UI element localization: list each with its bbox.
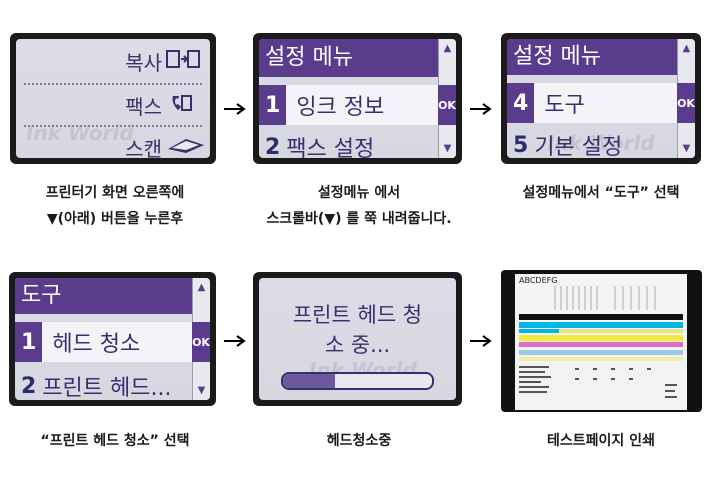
caption-line: 설정메뉴에서 “도구” 선택 — [522, 185, 680, 201]
step3-screen: 설정 메뉴 4 도구 Ink World 5 기본 설정 ▲ ▼ OK — [507, 39, 695, 158]
step5-screen: 프린트 헤드 청 소 중... Ink World — [259, 278, 456, 400]
menu-item-fax[interactable]: 팩스 — [125, 91, 192, 120]
step6-caption: 테스트페이지 인쇄 — [490, 428, 712, 454]
item-label: 기본 설정 — [534, 135, 623, 158]
item-number: 2 — [21, 373, 37, 399]
menu-item-scan[interactable]: 스캔 — [125, 133, 206, 158]
item-number: 5 — [513, 132, 529, 158]
watermark: Ink World — [547, 131, 655, 155]
ok-button[interactable]: OK — [438, 85, 456, 125]
ok-button[interactable]: OK — [192, 322, 210, 362]
divider — [24, 83, 202, 85]
step5-lcd-panel: 프린트 헤드 청 소 중... Ink World — [253, 272, 462, 406]
menu-header: 도구 — [15, 278, 192, 314]
step2-lcd-panel: 설정 메뉴 1 잉크 정보 2 팩스 설정 ▲ ▼ OK — [253, 33, 462, 164]
menu-item-printhead[interactable]: 2 프린트 헤드... — [15, 370, 192, 401]
caption-line: 헤드청소중 — [326, 433, 392, 449]
caption-line: 테스트페이지 인쇄 — [547, 433, 655, 449]
arrow-right-icon — [470, 103, 492, 115]
copy-icon — [166, 49, 200, 74]
caption-line: 설정메뉴 에서 — [317, 185, 401, 201]
step1-caption: 프린터기 화면 오른쪽에 ▼(아래) 버튼을 누른후 — [0, 180, 230, 232]
progress-bar — [281, 372, 434, 390]
step4-caption: “프린트 헤드 청소” 선택 — [0, 428, 230, 454]
test-page-header: ABCDEFG — [519, 276, 558, 285]
message-line: 소 중... — [324, 333, 391, 357]
item-number: 1 — [21, 329, 37, 355]
divider — [24, 125, 202, 127]
menu-item-copy[interactable]: 복사 — [125, 47, 200, 76]
menu-header: 설정 메뉴 — [507, 39, 677, 75]
menu-item-fax-settings[interactable]: 2 팩스 설정 — [259, 131, 438, 159]
step4-screen: 도구 1 헤드 청소 2 프린트 헤드... ▲ ▼ OK — [15, 278, 210, 400]
menu-item-label: 스캔 — [125, 137, 162, 158]
caption-line: “프린트 헤드 청소” 선택 — [40, 433, 190, 449]
scroll-up-icon[interactable]: ▲ — [682, 43, 691, 54]
scroll-up-icon[interactable]: ▲ — [197, 282, 206, 293]
item-number: 2 — [265, 134, 281, 159]
item-label: 잉크 정보 — [286, 85, 438, 125]
menu-item-tools[interactable]: 4 도구 — [507, 83, 677, 123]
scroll-up-icon[interactable]: ▲ — [443, 43, 452, 54]
step1-lcd-panel: Ink World 복사 팩스 스캔 — [10, 33, 216, 164]
cleaning-message: 프린트 헤드 청 소 중... — [259, 300, 456, 360]
progress-fill — [283, 374, 336, 388]
item-label: 도구 — [534, 83, 677, 123]
menu-header: 설정 메뉴 — [259, 39, 438, 77]
test-pattern-graphic — [519, 286, 683, 398]
item-number: 1 — [265, 92, 281, 118]
step3-caption: 설정메뉴에서 “도구” 선택 — [490, 180, 712, 206]
arrow-right-icon — [224, 103, 246, 115]
test-page-sheet: ABCDEFG — [515, 274, 687, 410]
menu-item-head-cleaning[interactable]: 1 헤드 청소 — [15, 322, 192, 362]
step3-lcd-panel: 설정 메뉴 4 도구 Ink World 5 기본 설정 ▲ ▼ OK — [501, 33, 701, 164]
menu-item-label: 복사 — [125, 51, 162, 75]
menu-item-default-settings[interactable]: 5 기본 설정 — [507, 129, 677, 159]
menu-item-label: 팩스 — [125, 95, 162, 119]
menu-item-ink-info[interactable]: 1 잉크 정보 — [259, 85, 438, 125]
step2-screen: 설정 메뉴 1 잉크 정보 2 팩스 설정 ▲ ▼ OK — [259, 39, 456, 158]
scroll-down-icon[interactable]: ▼ — [443, 143, 452, 154]
ok-button[interactable]: OK — [677, 83, 695, 123]
item-label: 헤드 청소 — [42, 322, 192, 362]
caption-line: ▼(아래) 버튼을 누른후 — [46, 211, 184, 227]
fax-phone-icon — [170, 93, 192, 118]
scroll-down-icon[interactable]: ▼ — [682, 143, 691, 154]
item-label: 팩스 설정 — [286, 137, 375, 158]
test-page-photo: ABCDEFG — [501, 270, 702, 412]
scroll-down-icon[interactable]: ▼ — [197, 385, 206, 396]
caption-line: 스크롤바(▼) 를 쭉 내려줍니다. — [266, 211, 452, 227]
arrow-right-icon — [470, 335, 492, 347]
caption-line: 프린터기 화면 오른쪽에 — [45, 185, 185, 201]
item-label: 프린트 헤드... — [42, 376, 172, 400]
arrow-right-icon — [224, 335, 246, 347]
step4-lcd-panel: 도구 1 헤드 청소 2 프린트 헤드... ▲ ▼ OK — [9, 272, 216, 406]
message-line: 프린트 헤드 청 — [292, 303, 423, 327]
scanner-icon — [166, 135, 206, 158]
item-number: 4 — [513, 90, 529, 116]
step1-screen: Ink World 복사 팩스 스캔 — [16, 39, 210, 158]
step2-caption: 설정메뉴 에서 스크롤바(▼) 를 쭉 내려줍니다. — [236, 180, 482, 232]
step5-caption: 헤드청소중 — [236, 428, 482, 454]
